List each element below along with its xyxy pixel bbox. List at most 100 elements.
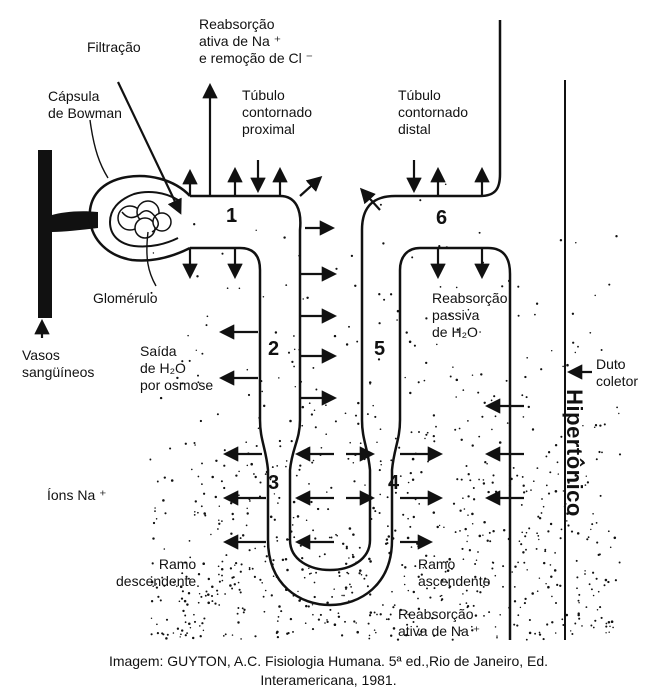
stipple-dot	[425, 362, 427, 364]
stipple-dot	[571, 531, 573, 533]
stipple-dot	[557, 461, 559, 463]
stipple-dot	[547, 586, 550, 589]
stipple-dot	[293, 517, 295, 519]
stipple-dot	[290, 618, 292, 620]
stipple-dot	[152, 537, 154, 539]
stipple-dot	[476, 590, 478, 592]
stipple-dot	[302, 298, 303, 299]
stipple-dot	[302, 406, 305, 409]
stipple-dot	[235, 562, 237, 564]
stipple-dot	[425, 434, 427, 436]
stipple-dot	[456, 379, 459, 382]
stipple-dot	[289, 420, 292, 423]
stipple-dot	[211, 600, 213, 602]
stipple-dot	[204, 514, 206, 516]
stipple-dot	[395, 438, 397, 440]
stipple-dot	[224, 593, 226, 595]
stipple-dot	[217, 413, 219, 415]
stipple-dot	[192, 637, 194, 639]
stipple-dot	[309, 402, 311, 404]
stipple-dot	[555, 632, 557, 634]
stipple-dot	[301, 568, 304, 571]
stipple-dot	[411, 431, 413, 433]
stipple-dot	[368, 558, 371, 561]
stipple-dot	[418, 503, 420, 505]
stipple-dot	[321, 447, 323, 449]
stipple-dot	[536, 467, 538, 469]
label-passive-reabsorption: Reabsorção passiva de H₂O	[432, 290, 508, 341]
stipple-dot	[614, 537, 617, 540]
stipple-dot	[252, 568, 254, 570]
stipple-dot	[180, 633, 182, 635]
stipple-dot	[308, 483, 310, 485]
stipple-dot	[537, 590, 539, 592]
stipple-dot	[464, 528, 466, 530]
label-bowman-capsule: Cápsula de Bowman	[48, 88, 122, 122]
stipple-dot	[459, 510, 461, 512]
stipple-dot	[230, 567, 232, 569]
stipple-dot	[277, 620, 279, 622]
stipple-dot	[157, 596, 159, 598]
stipple-dot	[572, 342, 574, 344]
stipple-dot	[477, 551, 479, 553]
stipple-dot	[255, 476, 257, 478]
stipple-dot	[539, 577, 540, 578]
segment-number-5: 5	[374, 338, 385, 361]
stipple-dot	[407, 518, 409, 520]
stipple-dot	[391, 591, 393, 593]
blood-vessel	[38, 150, 98, 318]
stipple-dot	[379, 494, 381, 496]
stipple-dot	[408, 482, 410, 484]
stipple-dot	[349, 442, 351, 444]
stipple-dot	[239, 589, 241, 591]
stipple-dot	[278, 605, 281, 608]
stipple-dot	[265, 590, 267, 592]
stipple-dot	[277, 636, 279, 638]
stipple-dot	[265, 473, 267, 475]
stipple-dot	[545, 583, 546, 584]
stipple-dot	[530, 489, 532, 491]
stipple-dot	[276, 540, 278, 542]
stipple-dot	[520, 607, 521, 608]
stipple-dot	[576, 560, 578, 562]
stipple-dot	[379, 512, 381, 514]
stipple-dot	[489, 532, 491, 534]
stipple-dot	[524, 376, 526, 378]
stipple-dot	[549, 471, 551, 473]
stipple-dot	[523, 491, 525, 493]
stipple-dot	[496, 637, 498, 639]
stipple-dot	[320, 614, 322, 616]
stipple-dot	[539, 632, 541, 634]
stipple-dot	[214, 603, 216, 605]
stipple-dot	[335, 268, 337, 270]
stipple-dot	[495, 626, 497, 628]
stipple-dot	[517, 562, 519, 564]
stipple-dot	[221, 575, 223, 577]
stipple-dot	[247, 369, 249, 371]
stipple-dot	[272, 559, 274, 561]
stipple-dot	[162, 499, 165, 502]
stipple-dot	[312, 628, 314, 630]
stipple-dot	[314, 410, 316, 412]
stipple-dot	[380, 460, 382, 462]
stipple-dot	[581, 625, 583, 627]
stipple-dot	[487, 491, 489, 493]
stipple-dot	[345, 563, 347, 565]
stipple-dot	[350, 586, 352, 588]
stipple-dot	[315, 426, 317, 428]
stipple-dot	[331, 537, 333, 539]
stipple-dot	[551, 621, 553, 623]
stipple-dot	[372, 405, 374, 407]
stipple-dot	[610, 547, 612, 549]
stipple-dot	[359, 547, 361, 549]
stipple-dot	[576, 587, 578, 589]
stipple-dot	[577, 614, 579, 616]
stipple-dot	[237, 607, 239, 609]
stipple-dot	[499, 614, 501, 616]
segment-number-2: 2	[268, 338, 279, 361]
label-collecting-duct: Duto coletor	[596, 356, 638, 390]
stipple-dot	[495, 575, 497, 577]
stipple-dot	[511, 571, 513, 573]
stipple-dot	[169, 447, 171, 449]
stipple-dot	[275, 331, 277, 333]
